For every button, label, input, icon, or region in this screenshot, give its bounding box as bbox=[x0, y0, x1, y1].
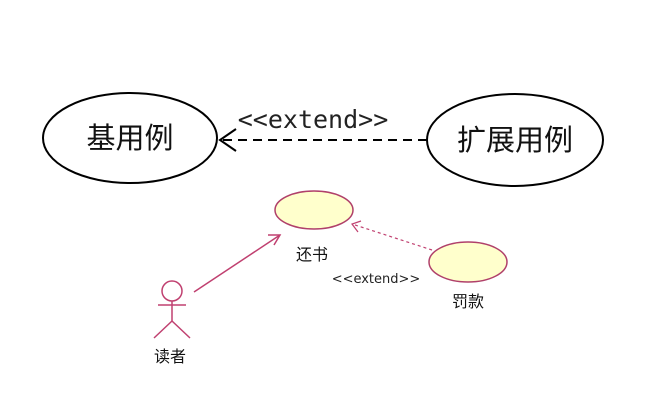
association-line bbox=[193, 234, 281, 293]
actor-right-leg bbox=[171, 320, 191, 339]
extension-use-case-label: 扩展用例 bbox=[457, 123, 573, 157]
actor-head-icon bbox=[161, 280, 183, 302]
extend-dependency-line-small bbox=[351, 223, 433, 251]
fine-label: 罚款 bbox=[452, 292, 484, 311]
actor-label: 读者 bbox=[154, 347, 186, 366]
extend-stereotype-label: <<extend>> bbox=[238, 105, 389, 134]
return-book-label: 还书 bbox=[296, 245, 328, 264]
return-book-use-case-ellipse[interactable] bbox=[274, 190, 354, 230]
actor-left-leg bbox=[153, 320, 173, 339]
extend-arrowhead-icon bbox=[218, 128, 237, 152]
association-arrowhead-icon bbox=[268, 234, 282, 246]
base-use-case-label: 基用例 bbox=[86, 121, 173, 155]
extend-stereotype-label-small: <<extend>> bbox=[332, 272, 421, 287]
base-use-case-ellipse[interactable] bbox=[42, 92, 218, 184]
fine-use-case-ellipse[interactable] bbox=[428, 241, 508, 283]
extend-arrowhead-small-icon bbox=[351, 220, 362, 233]
actor-figure[interactable] bbox=[153, 280, 191, 339]
